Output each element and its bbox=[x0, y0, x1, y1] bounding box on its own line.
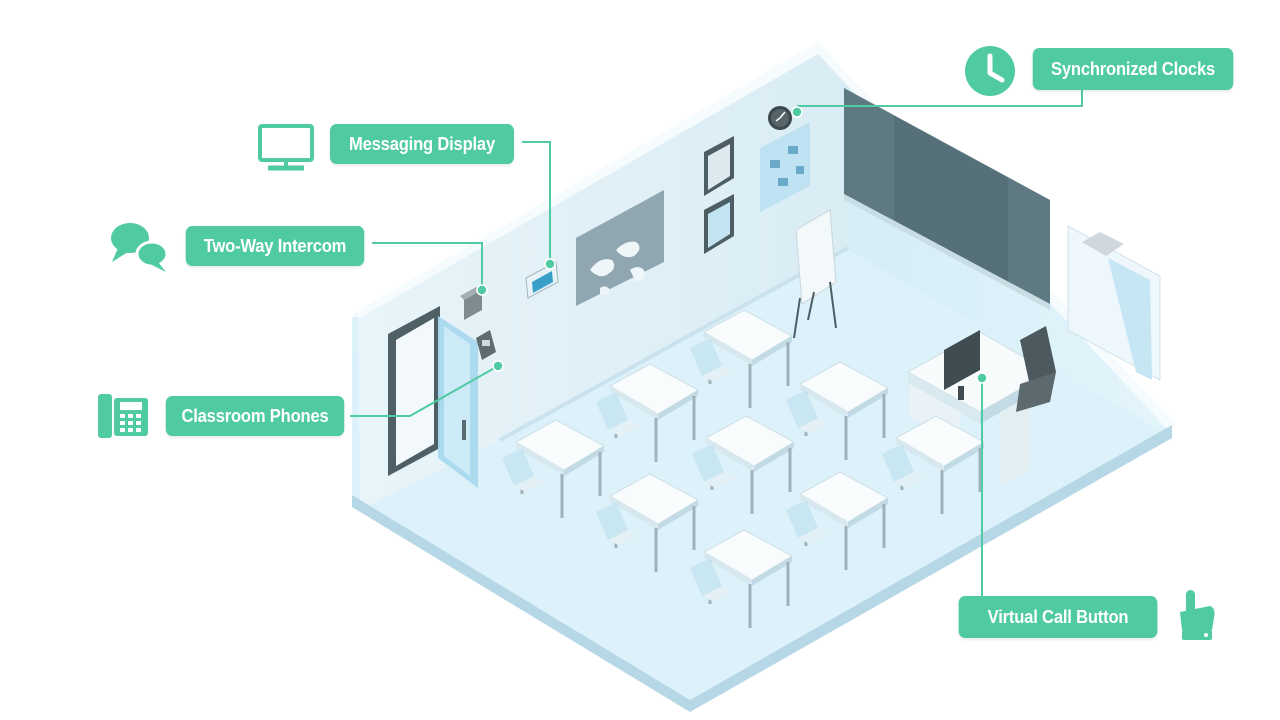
student-desk bbox=[596, 363, 700, 462]
pointing-hand-icon bbox=[1180, 590, 1215, 640]
projector-screen bbox=[1067, 225, 1161, 381]
two-way-intercom-label: Two-Way Intercom bbox=[185, 226, 365, 266]
baseboard bbox=[499, 246, 849, 442]
anchor-dot-display bbox=[544, 258, 556, 270]
anchor-dot-call-button bbox=[976, 372, 988, 384]
student-desk bbox=[690, 529, 794, 628]
student-desk bbox=[786, 471, 890, 570]
leader-classroom-phones bbox=[350, 365, 499, 417]
clock-icon bbox=[965, 46, 1015, 96]
speech-bubbles-icon bbox=[111, 223, 169, 272]
student-desk bbox=[692, 415, 796, 514]
wall-phone-device bbox=[476, 330, 496, 360]
leader-lines bbox=[350, 88, 1083, 598]
wall-clock-device bbox=[768, 106, 792, 130]
student-desk bbox=[596, 473, 700, 572]
messaging-display-label: Messaging Display bbox=[330, 124, 514, 164]
notice-board bbox=[760, 122, 810, 212]
synchronized-clocks-label: Synchronized Clocks bbox=[1032, 48, 1234, 90]
leader-two-way-intercom bbox=[372, 242, 483, 290]
flip-chart-easel bbox=[793, 209, 837, 339]
student-desk bbox=[690, 309, 794, 408]
student-desk bbox=[882, 415, 986, 514]
virtual-call-button-label: Virtual Call Button bbox=[958, 596, 1158, 638]
leader-dots bbox=[476, 106, 988, 384]
teacher-desk bbox=[906, 326, 1056, 486]
classroom-phones-label: Classroom Phones bbox=[165, 396, 345, 436]
anchor-dot-phone bbox=[492, 360, 504, 372]
student-desks bbox=[502, 309, 986, 628]
monitor-icon bbox=[258, 124, 314, 171]
desk-phone-icon bbox=[98, 394, 148, 438]
leader-messaging-display bbox=[522, 141, 551, 262]
picture-frames bbox=[704, 136, 734, 254]
student-desk bbox=[502, 419, 606, 518]
anchor-dot-intercom bbox=[476, 284, 488, 296]
anchor-dot-clock bbox=[791, 106, 803, 118]
classroom-door bbox=[388, 306, 478, 488]
student-desk bbox=[786, 361, 890, 460]
chalkboard bbox=[844, 88, 1050, 310]
world-map-poster bbox=[576, 190, 664, 306]
